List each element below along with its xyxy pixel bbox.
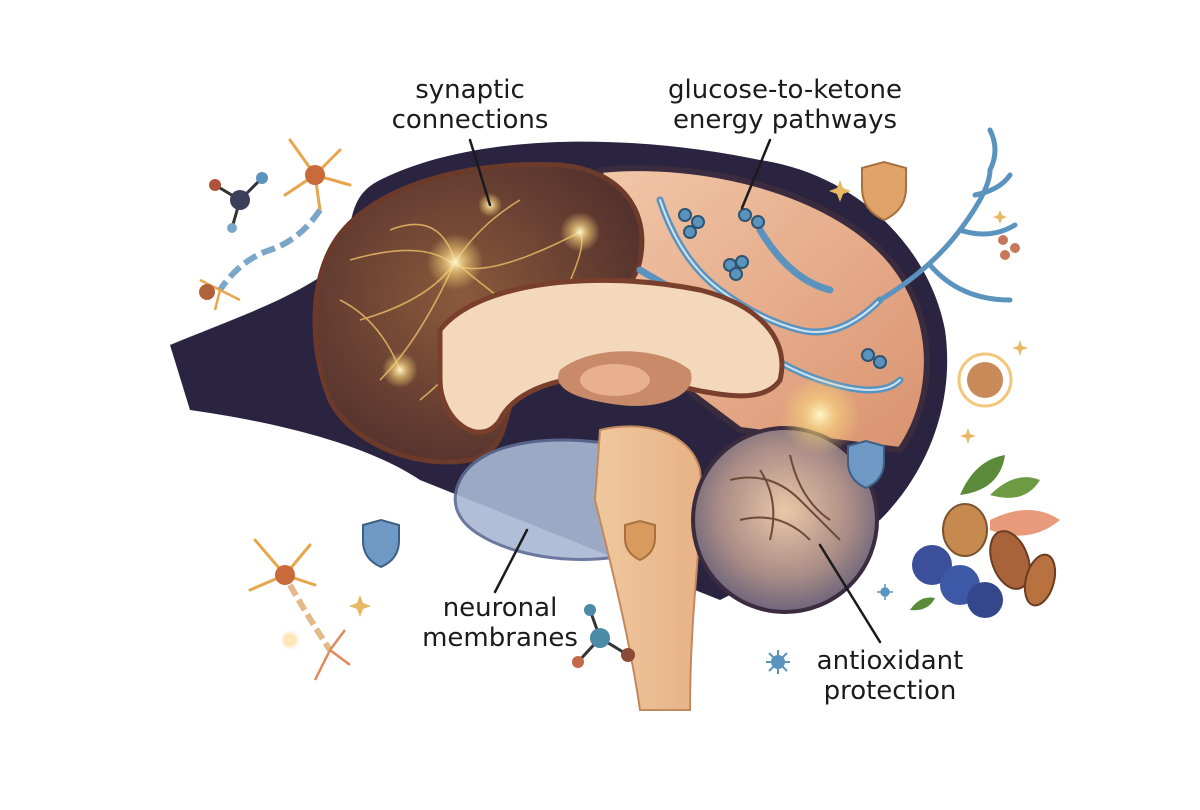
leader-neuronal xyxy=(493,528,529,594)
cell-icon xyxy=(957,352,1013,408)
axon-icon xyxy=(217,208,323,292)
leaf-icon xyxy=(910,597,935,611)
label-glucose-line2: energy pathways xyxy=(672,105,898,135)
thalamus-core xyxy=(580,364,650,396)
leader-glucose xyxy=(740,138,772,210)
blueberry-icon xyxy=(912,545,952,585)
fish-icon xyxy=(990,510,1060,536)
leaf-icon xyxy=(960,455,1040,498)
label-neuronal-line2: membranes xyxy=(422,623,578,653)
synapse-glow xyxy=(560,212,600,252)
leader-synaptic xyxy=(468,138,492,207)
brainstem xyxy=(593,425,703,711)
shield-icon xyxy=(847,439,885,490)
neuron-icon-body xyxy=(305,165,325,185)
molecule-icon xyxy=(199,284,215,300)
shield-icon xyxy=(624,519,656,562)
label-synaptic-line2: connections xyxy=(391,105,549,135)
nut-icon xyxy=(1023,553,1057,607)
blueberry-icon xyxy=(967,582,1003,618)
synapse-glow xyxy=(427,234,483,290)
nut-icon xyxy=(942,503,988,557)
label-neuronal-line1: neuronal xyxy=(442,593,558,623)
sparkle-icon xyxy=(349,180,1028,617)
leader-lines xyxy=(468,138,882,644)
neuron-icon xyxy=(313,629,351,681)
molecule-icon xyxy=(998,235,1020,260)
label-neuronal-membranes: neuronal membranes xyxy=(415,593,585,653)
label-energy-pathways: glucose-to-ketone energy pathways xyxy=(650,75,920,135)
molecule-icon xyxy=(209,172,268,233)
synapse-glow xyxy=(382,352,418,388)
shield-icon xyxy=(362,518,400,569)
antioxidant-glow xyxy=(780,375,860,455)
shield-icon xyxy=(861,160,907,222)
nut-icon xyxy=(989,530,1031,590)
virus-icon xyxy=(766,650,790,674)
molecule-icon xyxy=(572,604,635,668)
label-synaptic-line1: synaptic xyxy=(415,75,525,105)
label-glucose-line1: glucose-to-ketone xyxy=(668,75,902,105)
axon-icon xyxy=(287,583,333,652)
vessel-tree xyxy=(877,127,1018,303)
molecule-icon xyxy=(678,208,887,369)
neuron-icon-body xyxy=(275,565,295,585)
label-antioxidant-line1: antioxidant xyxy=(816,646,964,676)
label-antioxidant-protection: antioxidant protection xyxy=(800,646,980,706)
virus-icon xyxy=(877,584,893,600)
label-antioxidant-line2: protection xyxy=(823,676,957,706)
label-synaptic-connections: synaptic connections xyxy=(385,75,555,135)
sparkle-glow xyxy=(280,630,300,650)
leader-antioxidant xyxy=(818,543,882,644)
cerebellum-folds xyxy=(729,454,841,541)
